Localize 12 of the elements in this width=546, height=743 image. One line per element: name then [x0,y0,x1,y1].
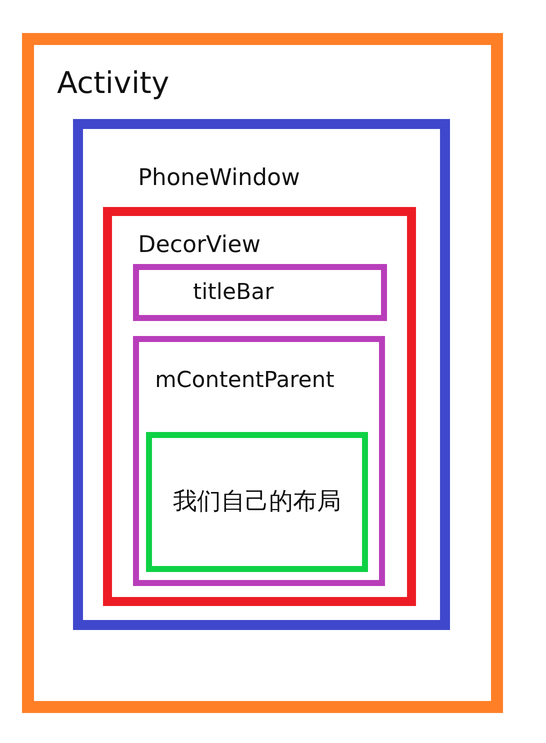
box-title: DecorView [138,232,261,258]
container-box [133,336,385,586]
box-title: 我们自己的布局 [173,488,341,516]
container-box [133,264,387,321]
box-title: mContentParent [155,368,334,394]
container-box [146,432,368,572]
box-title: titleBar [193,280,274,306]
container-box [22,33,503,713]
box-title: PhoneWindow [138,165,300,192]
container-box [103,207,416,606]
container-box [73,119,450,630]
box-title: Activity [57,67,170,102]
